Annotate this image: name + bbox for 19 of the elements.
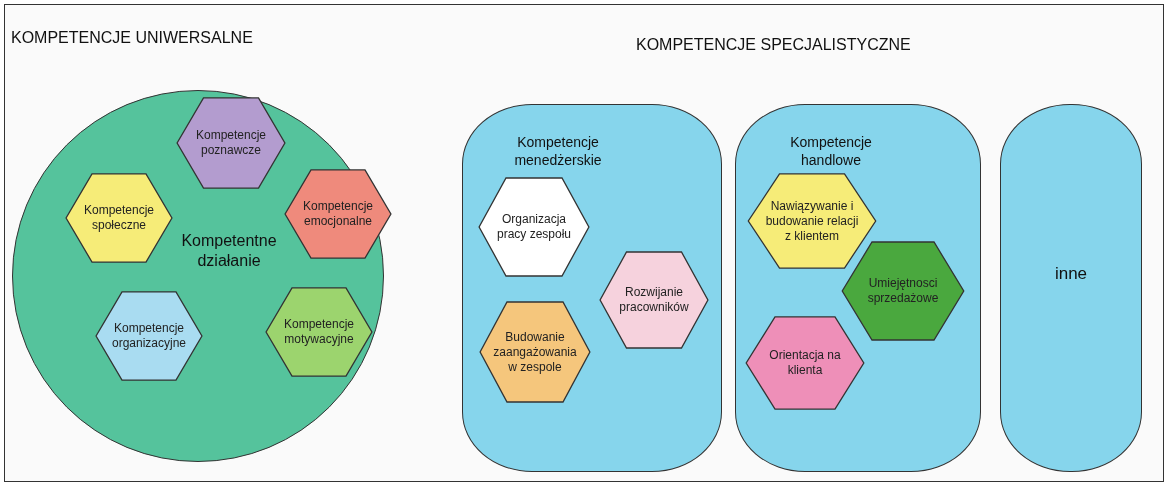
competency-group-panel <box>462 104 722 472</box>
competency-label: Kompetencje emocjonalne <box>301 199 374 229</box>
group-title: Kompetencje menedżerskie <box>513 133 603 169</box>
competency-label: Kompetencje poznawcze <box>194 128 267 158</box>
competency-label: Organizacja pracy zespołu <box>495 212 572 242</box>
group-heading: KOMPETENCJE UNIWERSALNE <box>11 29 253 47</box>
section-heading: KOMPETENCJE SPECJALISTYCZNE <box>636 36 911 54</box>
center-label: Kompetentne działanie <box>180 231 278 271</box>
competency-label: Umiejętnosci sprzedażowe <box>866 276 940 306</box>
competency-group-panel <box>735 104 981 472</box>
competency-label: Kompetencje organizacyjne <box>110 321 187 351</box>
competency-label: Budowanie zaangażowania w zespole <box>492 329 578 375</box>
competency-label: Kompetencje społeczne <box>82 203 155 233</box>
competency-label: Kompetencje motywacyjne <box>282 317 355 347</box>
competency-label: Nawiązywanie i budowanie relacji z klientem <box>764 198 860 244</box>
group-title: Kompetencje handlowe <box>789 133 873 169</box>
competency-label: Orientacja na klienta <box>768 348 842 378</box>
competency-label: Rozwijanie pracowników <box>618 285 690 315</box>
group-title: inne <box>1053 265 1089 283</box>
